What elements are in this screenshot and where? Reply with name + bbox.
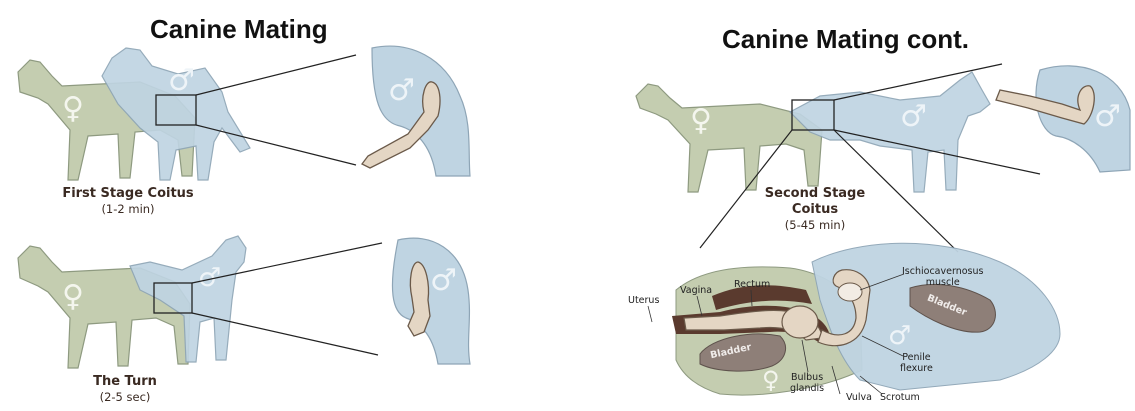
- second-stage-caption: Second Stage Coitus (5-45 min): [755, 186, 875, 233]
- turn-label: The Turn: [75, 374, 175, 390]
- label-vagina: Vagina: [680, 285, 712, 296]
- turn-duration: (2-5 sec): [75, 390, 175, 405]
- male-symbol-3: ♂: [900, 99, 927, 134]
- label-ischio-line2: muscle: [902, 277, 983, 288]
- female-symbol-3: ♀: [690, 103, 712, 138]
- zoom-detail-2: [392, 238, 470, 364]
- male-symbol-section: ♂: [888, 321, 911, 351]
- label-bulbus-line1: Bulbus: [790, 372, 824, 383]
- first-stage-duration: (1-2 min): [53, 202, 203, 217]
- second-stage-duration: (5-45 min): [755, 218, 875, 233]
- turn-illustration: ♀ ♂ ♂: [18, 236, 470, 368]
- turn-caption: The Turn (2-5 sec): [75, 374, 175, 405]
- male-symbol-1: ♂: [168, 63, 195, 98]
- label-scrotum: Scrotum: [880, 392, 920, 403]
- first-stage-caption: First Stage Coitus (1-2 min): [53, 186, 203, 217]
- label-uterus: Uterus: [628, 295, 659, 306]
- label-vulva: Vulva: [846, 392, 872, 403]
- first-stage-label: First Stage Coitus: [53, 186, 203, 202]
- label-ischio-line1: Ischiocavernosus: [902, 266, 983, 277]
- first-stage-illustration: ♀ ♂ ♂: [18, 46, 470, 180]
- label-penile-line1: Penile: [900, 352, 933, 363]
- female-symbol-2: ♀: [62, 279, 84, 314]
- label-bulbus-line2: glandis: [790, 383, 824, 394]
- ischiocavernosus-shape: [838, 283, 862, 301]
- male-symbol-zoom-1: ♂: [388, 73, 415, 108]
- label-penile-line2: flexure: [900, 363, 933, 374]
- bulbus-glandis-shape: [782, 306, 818, 338]
- label-penile-flexure: Penile flexure: [900, 352, 933, 374]
- female-symbol-1: ♀: [62, 91, 84, 126]
- label-bulbus-glandis: Bulbus glandis: [790, 372, 824, 394]
- label-ischiocavernosus: Ischiocavernosus muscle: [902, 266, 983, 288]
- male-dog-3: [790, 72, 990, 192]
- second-stage-label-line2: Coitus: [755, 202, 875, 218]
- label-rectum: Rectum: [734, 279, 770, 290]
- second-stage-label-line1: Second Stage: [755, 186, 875, 202]
- male-symbol-zoom-2: ♂: [430, 263, 457, 298]
- female-symbol-section: ♀: [762, 366, 780, 394]
- anatomy-cross-section: ♀ ♂: [648, 243, 1060, 395]
- male-symbol-zoom-3: ♂: [1094, 99, 1121, 134]
- second-stage-illustration: ♀ ♂ ♂: [636, 64, 1130, 252]
- female-dog-2: [18, 246, 190, 368]
